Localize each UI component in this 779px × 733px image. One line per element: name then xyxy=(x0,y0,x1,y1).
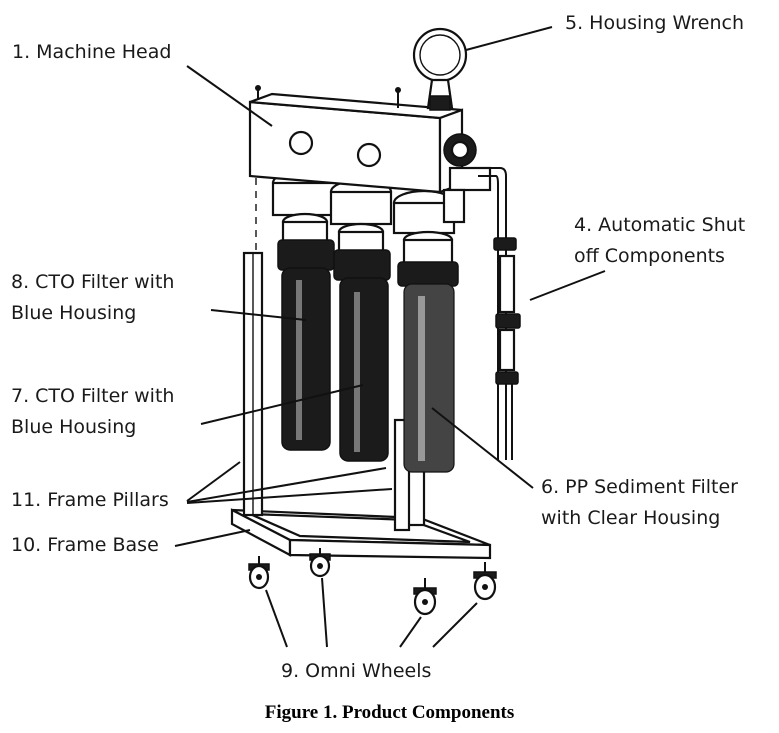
leader-pillar-b xyxy=(186,467,387,503)
machine-head-drawing xyxy=(248,85,492,224)
auto-shutoff-drawing xyxy=(470,167,521,460)
leader-pillar-a xyxy=(186,461,241,502)
label-machine-head: 1. Machine Head xyxy=(12,41,172,63)
leader-wheel-1 xyxy=(265,589,288,648)
leader-pp-sediment xyxy=(431,407,534,489)
leader-wheel-2 xyxy=(321,577,328,648)
label-cto-filter-7-line1: 7. CTO Filter with xyxy=(11,385,175,407)
label-omni-wheels: 9. Omni Wheels xyxy=(281,660,432,682)
leader-wheel-3 xyxy=(399,616,422,648)
label-cto-filter-7: 7. CTO Filter with Blue Housing xyxy=(11,381,174,443)
label-housing-wrench: 5. Housing Wrench xyxy=(565,12,744,34)
label-pp-sediment-line1: 6. PP Sediment Filter xyxy=(541,476,738,498)
leader-auto-shutoff xyxy=(529,270,606,301)
label-frame-pillars: 11. Frame Pillars xyxy=(11,489,169,511)
label-pp-sediment-line2: with Clear Housing xyxy=(541,507,721,529)
leader-pillar-c xyxy=(186,488,393,504)
leader-frame-base xyxy=(174,529,251,547)
leader-machine-head xyxy=(186,65,273,127)
housing-wrench-drawing xyxy=(412,27,468,111)
label-auto-shutoff-line1: 4. Automatic Shut xyxy=(574,214,746,236)
label-auto-shutoff-line2: off Components xyxy=(574,245,725,267)
leader-wheel-4 xyxy=(432,602,478,648)
label-cto-filter-8-line1: 8. CTO Filter with xyxy=(11,271,175,293)
label-auto-shutoff: 4. Automatic Shut off Components xyxy=(574,210,745,272)
leader-housing-wrench xyxy=(465,26,553,51)
label-frame-base: 10. Frame Base xyxy=(11,534,159,556)
leader-cto-8 xyxy=(210,309,307,321)
label-pp-sediment: 6. PP Sediment Filter with Clear Housing xyxy=(541,472,738,534)
filters-drawing xyxy=(271,169,459,473)
omni-wheels-drawing xyxy=(248,548,497,616)
frame-base-drawing xyxy=(230,508,492,560)
leader-cto-7 xyxy=(200,384,364,425)
figure-caption: Figure 1. Product Components xyxy=(264,702,515,723)
leader-lines xyxy=(174,26,606,648)
label-cto-filter-7-line2: Blue Housing xyxy=(11,416,137,438)
label-cto-filter-8-line2: Blue Housing xyxy=(11,302,137,324)
label-cto-filter-8: 8. CTO Filter with Blue Housing xyxy=(11,267,174,329)
